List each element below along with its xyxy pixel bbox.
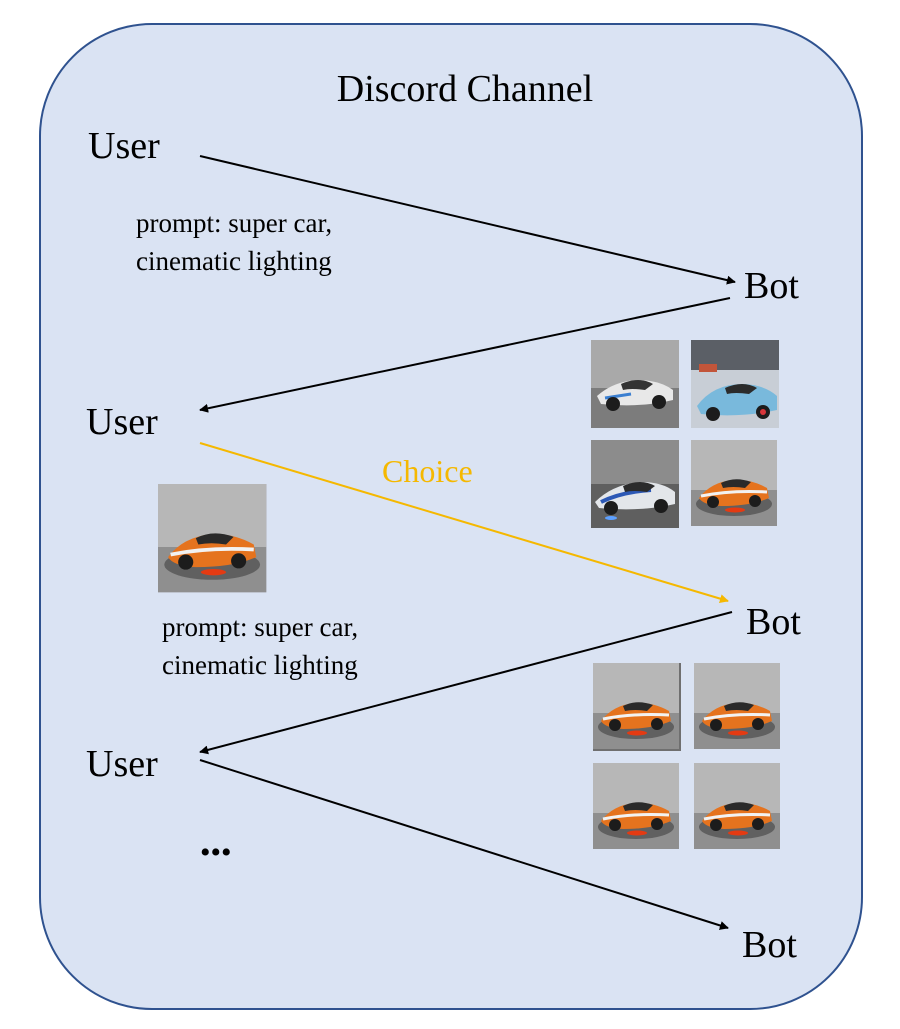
prompt-2-line-2: cinematic lighting [162,650,358,680]
choice-label: Choice [382,453,473,489]
arrow-user3-to-bot3 [199,759,729,930]
discord-channel-panel [39,23,863,1010]
thumbnail-orange-supercar-variant-3 [591,761,681,851]
generated-images-batch-2 [591,661,782,851]
prompt-1-line-1: prompt: super car, [136,208,332,238]
thumbnail-white-blue-supercar [591,440,679,528]
arrow-bot2-to-user3 [199,611,733,755]
user-node-2: User [86,401,158,443]
thumbnail-orange-supercar-variant-2 [692,661,782,751]
bot-node-2: Bot [746,601,801,643]
thumbnail-silver-blue-supercar [591,340,679,428]
generated-images-batch-1 [591,340,779,528]
thumbnail-orange-supercar-variant-4 [692,761,782,851]
thumbnail-light-blue-supercar-showroom [691,340,779,428]
selected-image-orange-supercar [156,482,269,595]
prompt-1-line-2: cinematic lighting [136,246,332,276]
arrow-user2-to-bot2-choice [199,442,729,603]
arrow-bot1-to-user2 [199,297,731,413]
thumbnail-orange-supercar-variant-1 [591,661,681,751]
arrow-user1-to-bot1 [199,155,736,285]
user-node-1: User [88,125,160,167]
bot-node-3: Bot [742,924,797,966]
user-node-3: User [86,743,158,785]
ellipsis: ••• [200,836,232,869]
bot-node-1: Bot [744,265,799,307]
panel-title: Discord Channel [337,68,593,110]
thumbnail-orange-supercar [689,438,779,528]
prompt-2-line-1: prompt: super car, [162,612,358,642]
